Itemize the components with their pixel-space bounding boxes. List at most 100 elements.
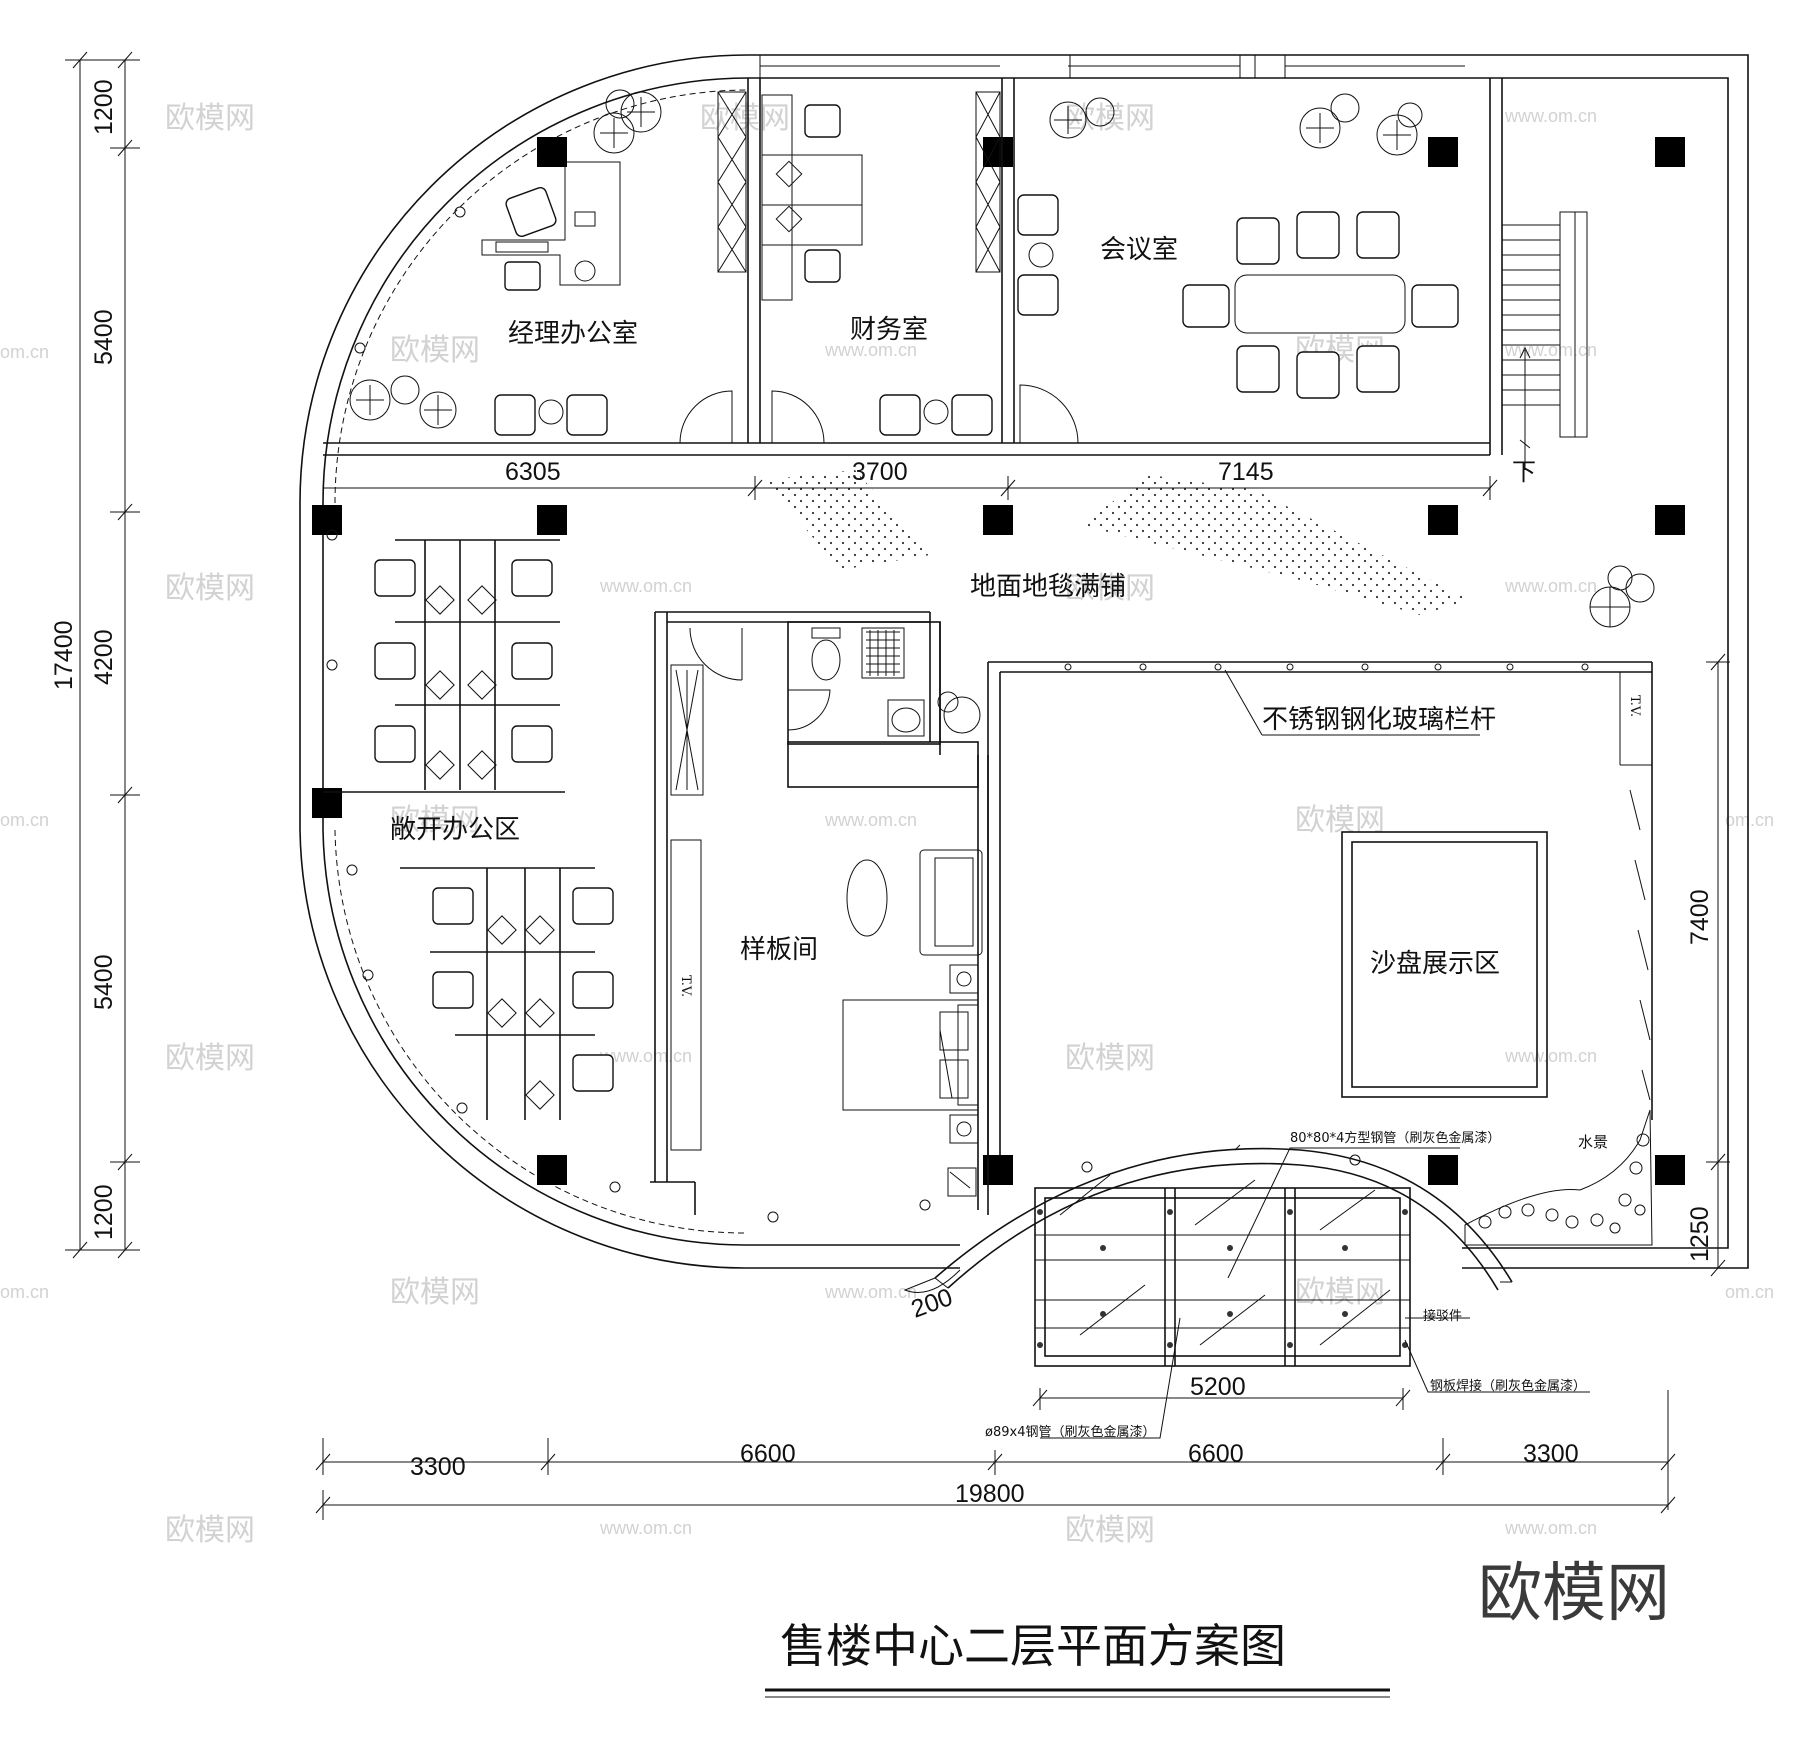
plant-icon	[349, 375, 457, 429]
watermark-url: www.om.cn	[824, 340, 917, 360]
entrance-canopy	[903, 1144, 1590, 1439]
watermark-url: www.om.cn	[1504, 1046, 1597, 1066]
sand-table	[1341, 831, 1548, 1098]
label-carpet-note: 地面地毯满铺	[970, 572, 1126, 602]
label-water-feature: 水景	[1578, 1133, 1608, 1151]
watermark-url: www.om.cn	[599, 1046, 692, 1066]
open-office-furniture	[323, 206, 931, 1223]
watermark-url: www.om.cn	[1504, 106, 1597, 126]
column	[1655, 137, 1685, 167]
dim-bottom-2: 6600	[740, 1440, 796, 1468]
plant-icon	[593, 89, 662, 154]
model-room: T.V.	[650, 611, 989, 1215]
dim-bottom-4: 3300	[1523, 1440, 1579, 1468]
note-connector: 接驳件	[1423, 1308, 1462, 1324]
watermark-brand: 欧模网	[1065, 1041, 1155, 1076]
dim-right-1: 7400	[1686, 889, 1714, 945]
dim-right-2: 1250	[1686, 1206, 1714, 1262]
watermark-brand: 欧模网	[1295, 1275, 1385, 1310]
label-manager-office: 经理办公室	[508, 319, 638, 349]
watermark-url: www.om.cn	[824, 1282, 917, 1302]
label-finance-room: 财务室	[850, 315, 928, 345]
dim-top-1: 6305	[505, 458, 561, 486]
construction-notes: 80*80*4方型钢管（刷灰色金属漆） 接驳件 钢板焊接（刷灰色金属漆） ø89…	[985, 1130, 1586, 1440]
dim-bottom-total: 19800	[955, 1480, 1025, 1508]
watermark-brand: 欧模网	[1065, 1513, 1155, 1548]
dim-bottom-1: 3300	[410, 1453, 466, 1481]
plant-icon	[1299, 93, 1423, 156]
dim-top-3: 7145	[1218, 458, 1274, 486]
water-feature	[1464, 565, 1655, 1246]
watermark-url: www.om.cn	[1504, 576, 1597, 596]
watermark-url: www.om.cn	[599, 576, 692, 596]
column	[983, 505, 1013, 535]
brand-logo-text: 欧模网	[1478, 1557, 1670, 1631]
column	[312, 505, 342, 535]
drawing-title: 售楼中心二层平面方案图	[765, 1619, 1390, 1698]
watermark-brand: 欧模网	[1065, 101, 1155, 136]
dim-left-2: 5400	[90, 309, 118, 365]
watermark-layer: 欧模网 欧模网 欧模网 www.om.cn om.cn 欧模网 www.om.c…	[0, 101, 1774, 1548]
column	[537, 137, 567, 167]
title-text: 售楼中心二层平面方案图	[780, 1619, 1286, 1673]
watermark-brand: 欧模网	[165, 101, 255, 136]
watermark-url: om.cn	[1725, 810, 1774, 830]
note-steel-plate: 钢板焊接（刷灰色金属漆）	[1430, 1378, 1586, 1394]
column	[1655, 505, 1685, 535]
watermark-url: www.om.cn	[1504, 1518, 1597, 1538]
watermark-brand: 欧模网	[390, 333, 480, 368]
room-labels: 经理办公室 财务室 会议室 地面地毯满铺 不锈钢钢化玻璃栏杆 敞开办公区 样板间…	[390, 235, 1642, 1151]
dim-left-total: 17400	[50, 620, 78, 690]
bottom-dimensions: 3300 6600 6600 3300 19800 5200 200	[315, 1283, 1676, 1520]
label-tv-right: T.V.	[1627, 695, 1642, 717]
left-dimensions: 1200 5400 4200 5400 1200 17400	[50, 51, 140, 1259]
column	[1655, 1155, 1685, 1185]
watermark-url: om.cn	[0, 810, 49, 830]
dim-left-4: 5400	[90, 954, 118, 1010]
watermark-brand: 欧模网	[165, 1041, 255, 1076]
railing	[987, 661, 1653, 1155]
watermark-brand: 欧模网	[1065, 571, 1155, 606]
plant-icon	[1049, 97, 1115, 139]
label-sand-table: 沙盘展示区	[1370, 949, 1500, 979]
carpet-area	[765, 470, 1470, 615]
column	[537, 505, 567, 535]
label-meeting-room: 会议室	[1100, 235, 1178, 265]
structural-columns	[312, 137, 1685, 1185]
top-row-rooms	[323, 78, 1588, 470]
watermark-url: www.om.cn	[1504, 340, 1597, 360]
watermark-url: www.om.cn	[824, 810, 917, 830]
watermark-brand: 欧模网	[165, 571, 255, 606]
dim-top-2: 3700	[852, 458, 908, 486]
column	[537, 1155, 567, 1185]
dim-left-1: 1200	[90, 79, 118, 135]
watermark-url: om.cn	[0, 342, 49, 362]
watermark-brand: 欧模网	[165, 1513, 255, 1548]
column	[1428, 137, 1458, 167]
watermark-url: om.cn	[0, 1282, 49, 1302]
column	[312, 788, 342, 818]
column	[1428, 505, 1458, 535]
model-room-tv-label: T.V.	[678, 975, 693, 997]
note-steel-tube: 80*80*4方型钢管（刷灰色金属漆）	[1290, 1130, 1500, 1146]
label-open-office: 敞开办公区	[390, 815, 520, 845]
watermark-brand: 欧模网	[390, 1275, 480, 1310]
dim-bottom-3: 6600	[1188, 1440, 1244, 1468]
dim-left-5: 1200	[90, 1184, 118, 1240]
column	[983, 137, 1013, 167]
outer-walls	[299, 54, 1749, 1269]
watermark-brand: 欧模网	[700, 101, 790, 136]
dim-left-3: 4200	[90, 629, 118, 685]
note-round-tube: ø89x4钢管（刷灰色金属漆）	[985, 1424, 1155, 1440]
right-dimensions: 7400 1250	[1686, 653, 1730, 1277]
top-row-dimensions: 6305 3700 7145	[323, 458, 1498, 500]
watermark-url: om.cn	[1725, 1282, 1774, 1302]
column	[1428, 1155, 1458, 1185]
watermark-brand: 欧模网	[390, 803, 480, 838]
label-stair-down: 下	[1512, 458, 1536, 486]
watermark-url: www.om.cn	[599, 1518, 692, 1538]
dim-canopy: 5200	[1190, 1373, 1246, 1401]
label-model-room: 样板间	[740, 935, 818, 965]
